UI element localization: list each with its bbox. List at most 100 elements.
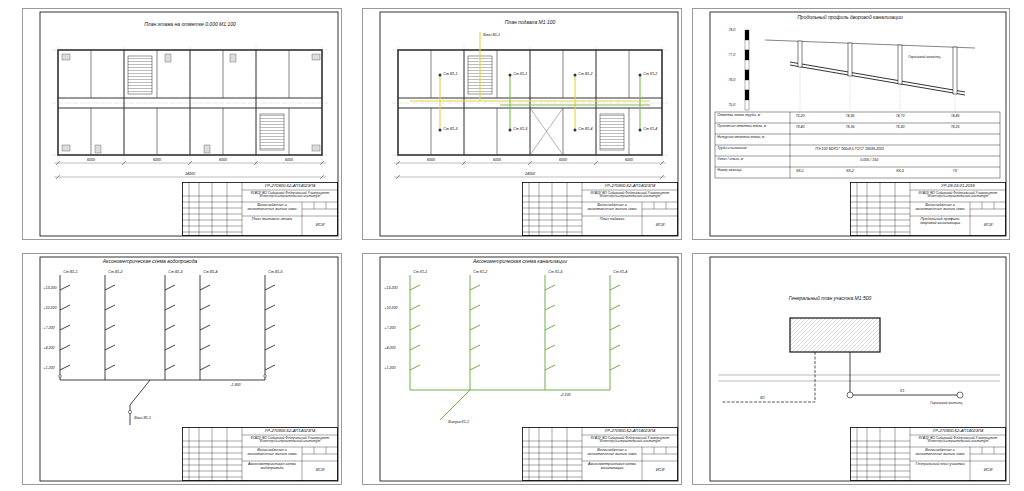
title-block: УР-270800.62-АП14023П4ФГАОУ ВО Сибирский… bbox=[850, 427, 1006, 481]
dimension-text: 6000 bbox=[427, 158, 436, 162]
table-cell: 78,40 bbox=[795, 125, 805, 129]
elevation-mark: +7.200 bbox=[43, 326, 55, 330]
riser-label: Ст В1-1 bbox=[443, 72, 458, 76]
project-name: Водоснабжение и водоотведение жилого дом… bbox=[912, 448, 968, 456]
drawing-heading: Продольный профиль дворовой канализации bbox=[797, 15, 904, 21]
table-header: Уклон / длина, м bbox=[717, 158, 743, 162]
project-name: Водоснабжение и водоотведение жилого дом… bbox=[584, 448, 640, 456]
sheet-name: Аксонометрическая схема канализации bbox=[584, 462, 640, 471]
title-code: УР-270800.62-АП14023П4 bbox=[244, 184, 336, 189]
elevation-scale bbox=[745, 30, 749, 110]
building bbox=[790, 318, 880, 352]
organization-name: ФГАОУ ВО Сибирский Федеральный Университ… bbox=[912, 192, 1004, 200]
sheet-frames bbox=[40, 12, 1006, 481]
elevation-mark: +13.200 bbox=[384, 286, 398, 290]
title-block: УР-270800.62-АП14023П4ФГАОУ ВО Сибирский… bbox=[182, 182, 338, 236]
table-header: Проектная отметка земли, м bbox=[717, 125, 767, 129]
table-cell: 74,70 bbox=[895, 114, 905, 118]
riser-label: Ст К1-1 bbox=[513, 72, 528, 76]
stairs bbox=[128, 56, 284, 150]
title-code: УР-08.03.01-2016 bbox=[912, 184, 1004, 189]
well-label: Городской колодец bbox=[908, 55, 941, 59]
table-header: Труба и основание bbox=[717, 147, 747, 151]
group-code: ИСИ bbox=[304, 223, 336, 228]
basement-plan bbox=[392, 46, 668, 179]
table-cell: 78,25 bbox=[950, 125, 960, 129]
table-cell: 74,45 bbox=[950, 114, 960, 118]
organization-name: ФГАОУ ВО Сибирский Федеральный Университ… bbox=[584, 192, 676, 200]
pipe-label: Выпуск К1-1 bbox=[448, 420, 469, 424]
water-axonometry bbox=[60, 275, 275, 425]
sheet-name: Продольный профиль дворовой канализации bbox=[912, 217, 968, 226]
sewer-axonometry bbox=[410, 275, 620, 420]
table-header: Номер колодца bbox=[717, 169, 742, 173]
elevation-mark: +10.200 bbox=[43, 306, 57, 310]
drawing-heading: План этажа на отметке 0.000 М1:100 bbox=[144, 22, 237, 28]
organization-name: ФГАОУ ВО Сибирский Федеральный Университ… bbox=[244, 192, 336, 200]
ground-line bbox=[765, 40, 975, 48]
scale-value: 75,0 bbox=[728, 103, 736, 107]
scale-value: 76,0 bbox=[728, 78, 736, 82]
table-cell: 75,20 bbox=[795, 114, 805, 118]
table-cell: КК-3 bbox=[896, 169, 904, 173]
elevation-mark: +1.200 bbox=[384, 366, 396, 370]
group-code: ИСИ bbox=[644, 223, 676, 228]
dimension-text: 6000 bbox=[493, 158, 502, 162]
riser-label: Ст В1-1 bbox=[63, 270, 78, 274]
title-code: УР-270800.62-АП14023П4 bbox=[584, 184, 676, 189]
manholes bbox=[798, 41, 957, 94]
opening-cross bbox=[530, 108, 563, 155]
riser-label: Ст В1-3 bbox=[168, 270, 183, 274]
riser-label: Ст В1-2 bbox=[578, 72, 593, 76]
stairs bbox=[468, 56, 624, 150]
leader-lines bbox=[800, 67, 955, 112]
drawing-sheet: План подвала М1:100УР-270800.62-АП14023П… bbox=[362, 8, 682, 240]
riser-label: Ст К1-4 bbox=[643, 127, 658, 131]
group-code: ИСИ bbox=[304, 468, 336, 473]
table-cell: 78,30 bbox=[895, 125, 905, 129]
dimension-text: 6000 bbox=[285, 158, 294, 162]
plumbing-fixtures bbox=[62, 54, 320, 153]
title-code: УР-270800.62-АП14023П4 bbox=[912, 429, 1004, 434]
scale-value: 78,0 bbox=[728, 28, 736, 32]
organization-name: ФГАОУ ВО Сибирский Федеральный Университ… bbox=[244, 437, 336, 445]
table-header: Натурная отметка земли, м bbox=[717, 136, 765, 140]
dimension-text: 6000 bbox=[559, 158, 568, 162]
network-label: К1 bbox=[900, 389, 905, 393]
sheet-name: План типового этажа bbox=[244, 217, 300, 221]
riser-label: Ст В1-4 bbox=[578, 127, 593, 131]
project-name: Водоснабжение и водоотведение жилого дом… bbox=[244, 448, 300, 456]
drawing-heading: Генеральный план участка М1:500 bbox=[788, 296, 872, 302]
group-code: ИСИ bbox=[644, 468, 676, 473]
risers bbox=[439, 74, 642, 132]
project-name: Водоснабжение и водоотведение жилого дом… bbox=[584, 203, 640, 211]
elevation-mark: +13.200 bbox=[43, 286, 57, 290]
riser-label: Ввод В1-1 bbox=[483, 33, 500, 37]
dimension-text: 6000 bbox=[87, 158, 96, 162]
riser-label: Ст К1-3 bbox=[548, 270, 563, 274]
riser-label: Ст К1-2 bbox=[643, 72, 658, 76]
table-cell: ПЭ 100 SDR17 160х9,5 ГОСТ 18599-2001 bbox=[815, 147, 885, 151]
elevation-mark: -1.900 bbox=[230, 383, 241, 387]
drawing-heading: План подвала М1:100 bbox=[504, 20, 556, 26]
drawing-heading: Аксонометрическая схема водопровода bbox=[102, 259, 197, 265]
riser-label: Ст К1-2 bbox=[473, 270, 488, 274]
riser-label: Ст В1-4 bbox=[203, 270, 218, 274]
dimension-text: 24000 bbox=[525, 172, 536, 176]
pipe-profile bbox=[790, 62, 965, 95]
organization-name: ФГАОУ ВО Сибирский Федеральный Университ… bbox=[584, 437, 676, 445]
sheet-name: План подвала bbox=[584, 217, 640, 221]
elevation-mark: +4.200 bbox=[384, 346, 396, 350]
title-block: УР-270800.62-АП14023П4ФГАОУ ВО Сибирский… bbox=[522, 427, 678, 481]
dimension-text: 6000 bbox=[219, 158, 228, 162]
network-label: В1 bbox=[760, 396, 765, 400]
title-code: УР-270800.62-АП14023П4 bbox=[584, 429, 676, 434]
elevation-mark: +10.200 bbox=[384, 306, 398, 310]
table-cell: КК-1 bbox=[796, 169, 804, 173]
water-network bbox=[722, 352, 815, 402]
table-header: Отметка лотка трубы, м bbox=[717, 114, 760, 118]
title-code: УР-270800.62-АП14023П4 bbox=[244, 429, 336, 434]
drawing-sheet: Аксонометрическая схема канализацииУР-27… bbox=[362, 253, 682, 485]
drawing-heading: Аксонометрическая схема канализации bbox=[472, 259, 567, 265]
